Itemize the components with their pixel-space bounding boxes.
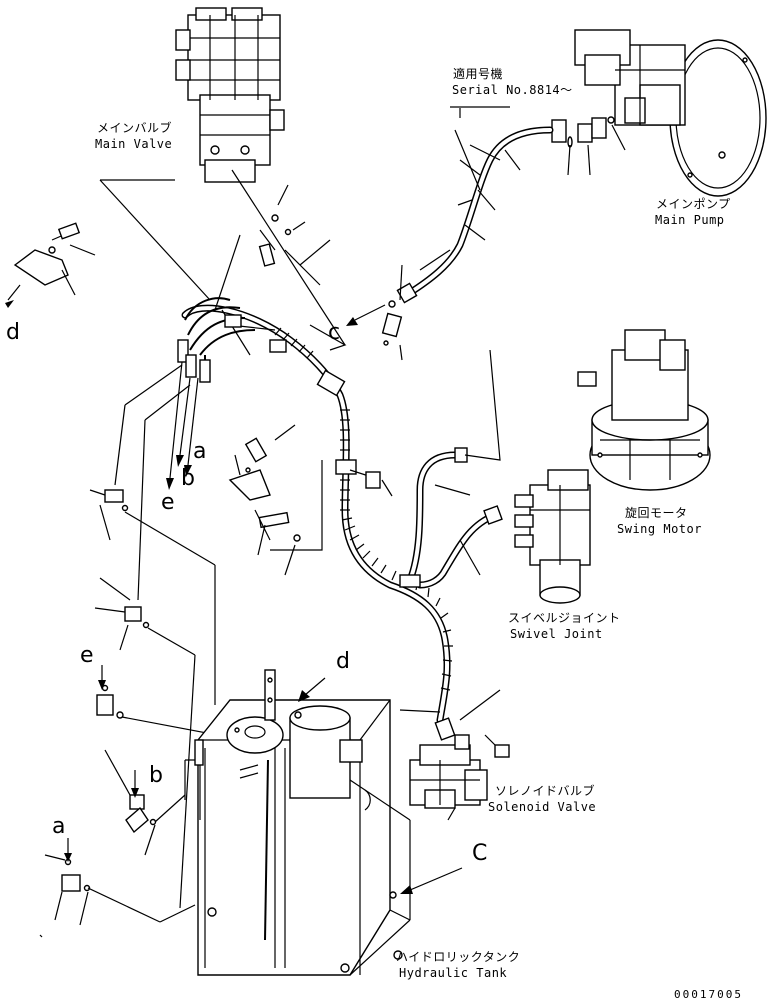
bracket-part [5,222,96,308]
hydraulic-tank-part [194,669,411,976]
hydraulic-tank-label-jp: ハイドロリックタンク [396,950,521,964]
drawing-number: 00017005 [674,988,743,1001]
callout-d-left: d [6,320,20,345]
callout-a-mid: a [193,439,207,464]
callout-b-left: b [149,763,163,788]
callout-e-mid: e [161,490,175,515]
small-fittings [228,312,403,576]
callout-b-mid: b [181,466,195,491]
serial-label-en: Serial No.8814～ [452,83,573,97]
main-valve-label-jp: メインバルブ [97,121,173,135]
left-fittings [39,364,300,938]
solenoid-valve-part [399,689,510,821]
hydraulic-tank-label-en: Hydraulic Tank [399,966,508,980]
swing-motor-label-jp: 旋回モータ [625,506,688,520]
pump-fittings [551,116,626,176]
solenoid-valve-label-en: Solenoid Valve [488,800,597,814]
serial-label-jp: 適用号機 [453,67,504,81]
callout-c-center: c [328,320,341,345]
main-pump-label-jp: メインポンプ [656,197,731,211]
callout-e-left: e [80,643,94,668]
swing-motor-label-en: Swing Motor [617,522,702,536]
callout-c-right: C [472,841,488,866]
main-valve-part [175,7,285,183]
swing-motor-part [577,329,711,491]
main-pump-label-en: Main Pump [655,213,725,227]
swivel-joint-label-en: Swivel Joint [510,627,603,641]
solenoid-valve-label-jp: ソレノイドバルブ [495,784,596,798]
swivel-joint-part [514,469,591,604]
callout-a-left: a [52,814,66,839]
swivel-joint-label-jp: スイベルジョイント [508,611,621,625]
callout-d-tank: d [336,649,350,674]
main-pump-part [574,29,767,197]
main-valve-label-en: Main Valve [95,137,173,151]
